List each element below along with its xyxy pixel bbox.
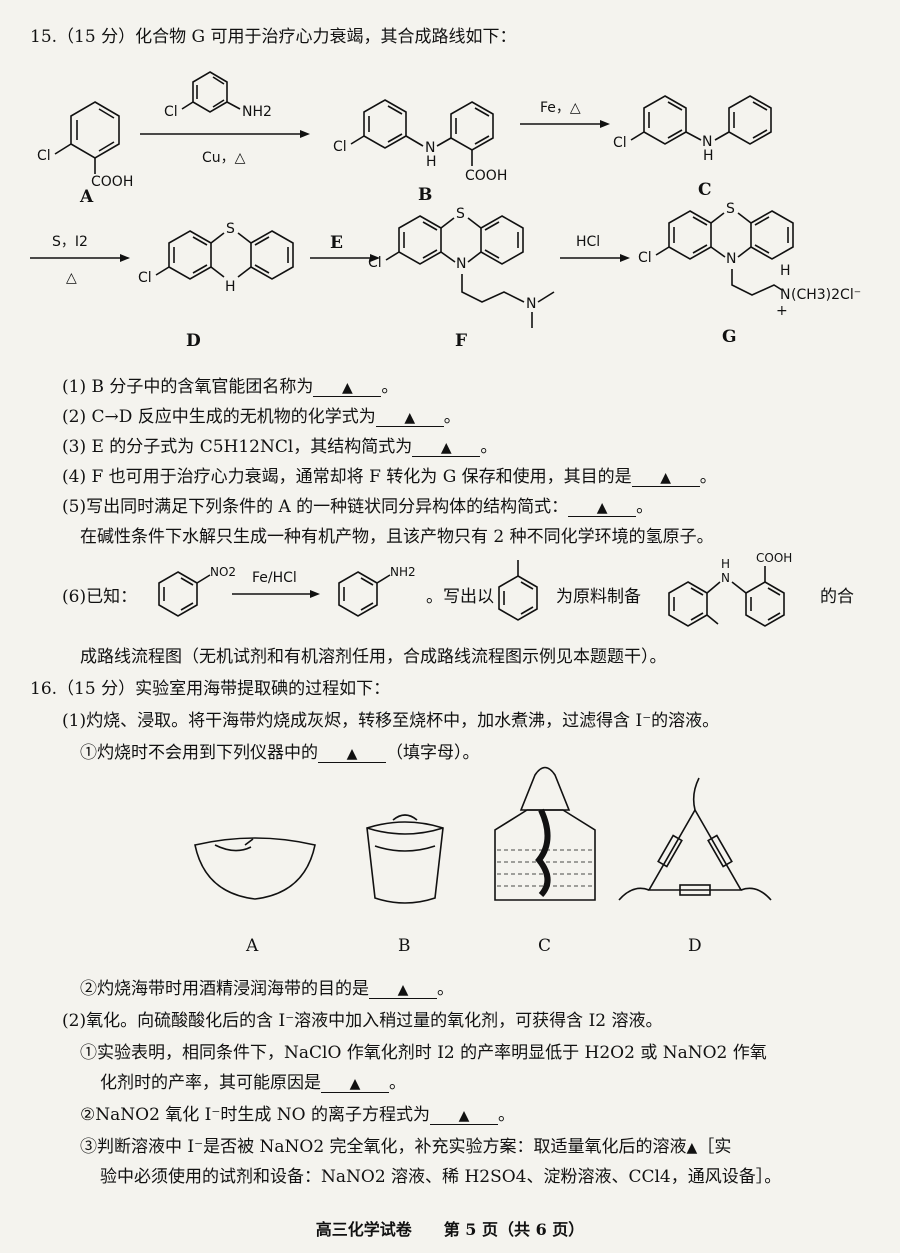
svg-text:S: S — [726, 201, 735, 217]
answer-blank[interactable] — [430, 1107, 498, 1125]
q16-part2-3c: 验中必须使用的试剂和设备：NaNO2 溶液、稀 H2SO4、淀粉溶液、CCl4，… — [100, 1167, 782, 1187]
label-g: G — [722, 327, 737, 347]
q16-part2-1a: ①实验表明，相同条件下，NaClO 作氧化剂时 I2 的产率明显低于 H2O2 … — [80, 1043, 767, 1063]
q15-sub6-text-d: 的合 — [820, 587, 854, 607]
svg-text:COOH: COOH — [756, 551, 792, 565]
molecule-g: S N Cl H N (CH3)2Cl⁻ + — [638, 201, 861, 319]
svg-text:H: H — [780, 263, 791, 279]
svg-text:COOH: COOH — [465, 168, 507, 184]
alcohol-lamp — [494, 766, 596, 901]
reagent-3-bottom: △ — [66, 270, 77, 286]
label-b: B — [418, 185, 432, 205]
clay-triangle — [618, 777, 772, 901]
answer-blank[interactable] — [375, 409, 444, 427]
svg-text:NO2: NO2 — [210, 565, 236, 579]
svg-text:Cl: Cl — [164, 104, 178, 120]
answer-blank[interactable] — [568, 499, 637, 517]
q16-part1-2: ②灼烧海带时用酒精浸润海带的目的是。 — [80, 974, 454, 999]
q15-sub6-text-b: 。写出以 — [426, 587, 494, 607]
reagent-2-top: Fe，△ — [540, 100, 581, 116]
svg-text:H: H — [721, 557, 730, 571]
label-c: C — [698, 180, 712, 200]
page-footer: 高三化学试卷 第 5 页（共 6 页） — [315, 1220, 585, 1239]
q15-header: 15.（15 分）化合物 G 可用于治疗心力衰竭，其合成路线如下： — [30, 27, 517, 47]
svg-text:Cl: Cl — [37, 148, 51, 164]
answer-blank[interactable] — [318, 745, 386, 763]
reaction-scheme-row2: S，I2 △ S H Cl D E S N — [30, 201, 861, 351]
q16-part2-3a: ③判断溶液中 I⁻是否被 NaNO2 完全氧化，补充实验方案：取适量氧化后的溶液… — [80, 1137, 732, 1157]
q15-sub5-condition: 在碱性条件下水解只生成一种有机产物，且该产物只有 2 种不同化学环境的氢原子。 — [80, 527, 714, 547]
label-a: A — [79, 187, 94, 207]
q16-part1: (1)灼烧、浸取。将干海带灼烧成灰烬，转移至烧杯中，加水煮沸，过滤得含 I⁻的溶… — [62, 711, 720, 731]
molecule-a: Cl COOH — [37, 101, 133, 190]
svg-text:N: N — [425, 140, 435, 156]
toluene — [498, 560, 538, 621]
svg-text:Cl: Cl — [368, 255, 382, 271]
q15-sub2: (2) C→D 反应中生成的无机物的化学式为。 — [62, 402, 461, 427]
q16-header: 16.（15 分）实验室用海带提取碘的过程如下： — [30, 679, 391, 699]
q15-sub1: (1) B 分子中的含氧官能团名称为。 — [62, 372, 398, 397]
answer-blank[interactable] — [321, 1075, 389, 1093]
molecule-d: S H Cl — [138, 221, 294, 295]
molecule-b: Cl N H COOH — [333, 99, 507, 184]
q16-part2: (2)氧化。向硫酸酸化后的含 I⁻溶液中加入稍过量的氧化剂，可获得含 I2 溶液… — [62, 1011, 663, 1031]
reagent-4-top: E — [330, 233, 343, 253]
svg-text:+: + — [776, 303, 788, 319]
aniline: NH2 — [338, 565, 416, 617]
svg-text:Cl: Cl — [638, 250, 652, 266]
reagent-3-chloroaniline: Cl NH2 — [164, 71, 272, 120]
svg-text:N: N — [526, 296, 536, 312]
q16-part1-1: ①灼烧时不会用到下列仪器中的（填字母）。 — [80, 738, 480, 763]
svg-text:COOH: COOH — [91, 174, 133, 190]
apparatus-label-d: D — [688, 936, 702, 956]
q15-sub6-label: (6)已知： — [62, 587, 138, 607]
answer-blank[interactable] — [631, 469, 700, 487]
svg-text:(CH3)2Cl⁻: (CH3)2Cl⁻ — [791, 287, 861, 303]
svg-text:NH2: NH2 — [242, 104, 272, 120]
apparatus-label-b: B — [398, 936, 411, 956]
svg-text:Cl: Cl — [333, 139, 347, 155]
svg-text:N: N — [726, 251, 736, 267]
apparatus-label-a: A — [246, 936, 259, 956]
reagent-5-top: HCl — [576, 234, 600, 250]
apparatus-label-c: C — [538, 936, 552, 956]
answer-blank[interactable] — [369, 981, 437, 999]
label-d: D — [186, 331, 201, 351]
svg-text:N: N — [456, 256, 466, 272]
answer-blank[interactable] — [313, 379, 382, 397]
q15-sub6-text-e: 成路线流程图（无机试剂和有机溶剂任用，合成路线流程图示例见本题题干）。 — [80, 647, 667, 667]
evaporating-dish — [194, 837, 316, 900]
nitrobenzene: NO2 — [158, 565, 236, 617]
svg-text:N: N — [721, 571, 730, 585]
svg-text:Fe/HCl: Fe/HCl — [252, 570, 297, 586]
svg-text:Cl: Cl — [613, 135, 627, 151]
crucible — [366, 814, 444, 904]
target-product: N H COOH — [668, 551, 792, 627]
q15-sub6-scheme: NO2 Fe/HCl NH2 N H COOH — [158, 551, 792, 627]
svg-text:S: S — [456, 206, 465, 222]
apparatus-figure — [194, 766, 772, 904]
q15-sub5: (5)写出同时满足下列条件的 A 的一种链状同分异构体的结构简式：。 — [62, 492, 653, 517]
molecule-c: Cl N H — [613, 95, 772, 164]
label-f: F — [455, 331, 467, 351]
svg-text:N: N — [702, 134, 712, 150]
q15-sub3: (3) E 的分子式为 C5H12NCl，其结构简式为。 — [62, 432, 497, 457]
molecule-f: S N Cl N — [368, 206, 555, 328]
answer-blank[interactable] — [412, 439, 481, 457]
svg-text:NH2: NH2 — [390, 565, 416, 579]
reaction-scheme-row1: Cl COOH A Cl NH2 Cu，△ Cl N H COOH B — [37, 71, 772, 207]
svg-text:H: H — [225, 279, 236, 295]
q16-part2-2: ②NaNO2 氧化 I⁻时生成 NO 的离子方程式为。 — [80, 1100, 515, 1125]
reagent-1-bottom: Cu，△ — [202, 150, 246, 166]
q15-sub6-text-c: 为原料制备 — [556, 587, 641, 607]
reagent-3-top: S，I2 — [52, 234, 88, 250]
q15-sub4: (4) F 也可用于治疗心力衰竭，通常却将 F 转化为 G 保存和使用，其目的是… — [62, 462, 717, 487]
svg-text:S: S — [226, 221, 235, 237]
q16-part2-1b: 化剂时的产率，其可能原因是。 — [100, 1068, 406, 1093]
svg-text:H: H — [703, 148, 714, 164]
svg-text:N: N — [780, 287, 790, 303]
svg-text:H: H — [426, 154, 437, 170]
svg-text:Cl: Cl — [138, 270, 152, 286]
